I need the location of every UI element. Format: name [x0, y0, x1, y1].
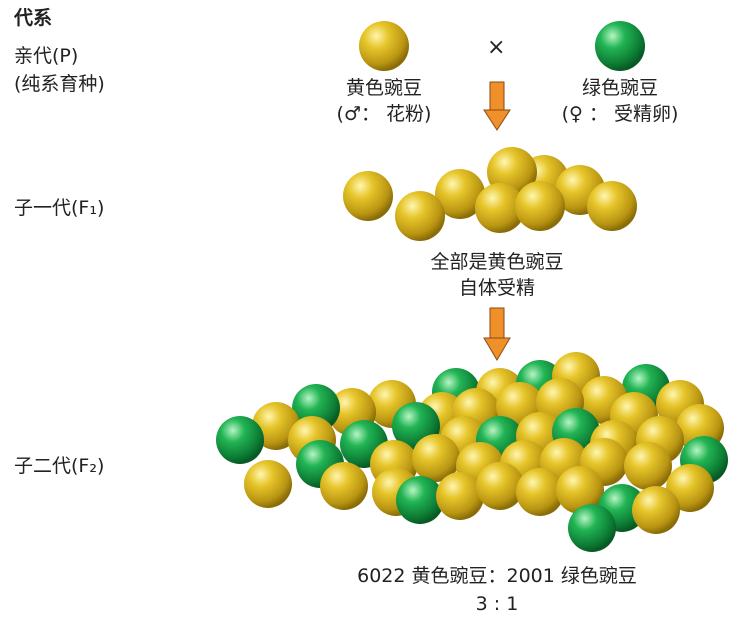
down-arrow-2 — [483, 307, 511, 361]
green-parent-role: (♀ ： 受精卵) — [561, 103, 679, 125]
f2-yellow-pea — [412, 434, 460, 482]
label-pure-breeding: (纯系育种) — [14, 73, 105, 95]
title-generations: 代系 — [14, 7, 53, 29]
f2-yellow-pea — [320, 462, 368, 510]
f2-yellow-pea — [516, 468, 564, 516]
f2-counts-text: 6022 黄色豌豆：2001 绿色豌豆 — [357, 565, 637, 587]
label-parent-generation: 亲代(P) — [14, 45, 79, 67]
f2-green-pea — [396, 476, 444, 524]
f1-self-fertilization-text: 自体受精 — [458, 277, 536, 299]
f2-yellow-pea — [436, 472, 484, 520]
label-f2-generation: 子二代(F₂) — [14, 455, 105, 477]
f1-result-text: 全部是黄色豌豆 — [430, 251, 564, 273]
f1-yellow-pea — [343, 171, 393, 221]
f2-yellow-pea — [666, 464, 714, 512]
label-f1-generation: 子一代(F₁) — [14, 197, 105, 219]
f2-yellow-pea — [632, 486, 680, 534]
f2-yellow-pea — [556, 466, 604, 514]
green-parent-name: 绿色豌豆 — [581, 77, 659, 99]
green-parent-pea — [595, 21, 645, 71]
down-arrow-1 — [483, 81, 511, 131]
f2-ratio-text: 3 : 1 — [475, 593, 519, 615]
f1-yellow-pea — [515, 181, 565, 231]
f1-yellow-pea — [395, 191, 445, 241]
f2-yellow-pea — [624, 442, 672, 490]
cross-symbol: × — [487, 35, 506, 60]
f1-yellow-pea — [475, 183, 525, 233]
yellow-parent-name: 黄色豌豆 — [345, 77, 423, 99]
f1-yellow-pea — [435, 169, 485, 219]
f2-yellow-pea — [244, 460, 292, 508]
f2-green-pea — [216, 416, 264, 464]
f1-yellow-pea — [587, 181, 637, 231]
yellow-parent-pea — [359, 21, 409, 71]
f2-yellow-pea — [252, 402, 300, 450]
f2-green-pea — [568, 504, 616, 552]
yellow-parent-role: (♂： 花粉) — [336, 103, 432, 125]
f2-yellow-pea — [476, 462, 524, 510]
